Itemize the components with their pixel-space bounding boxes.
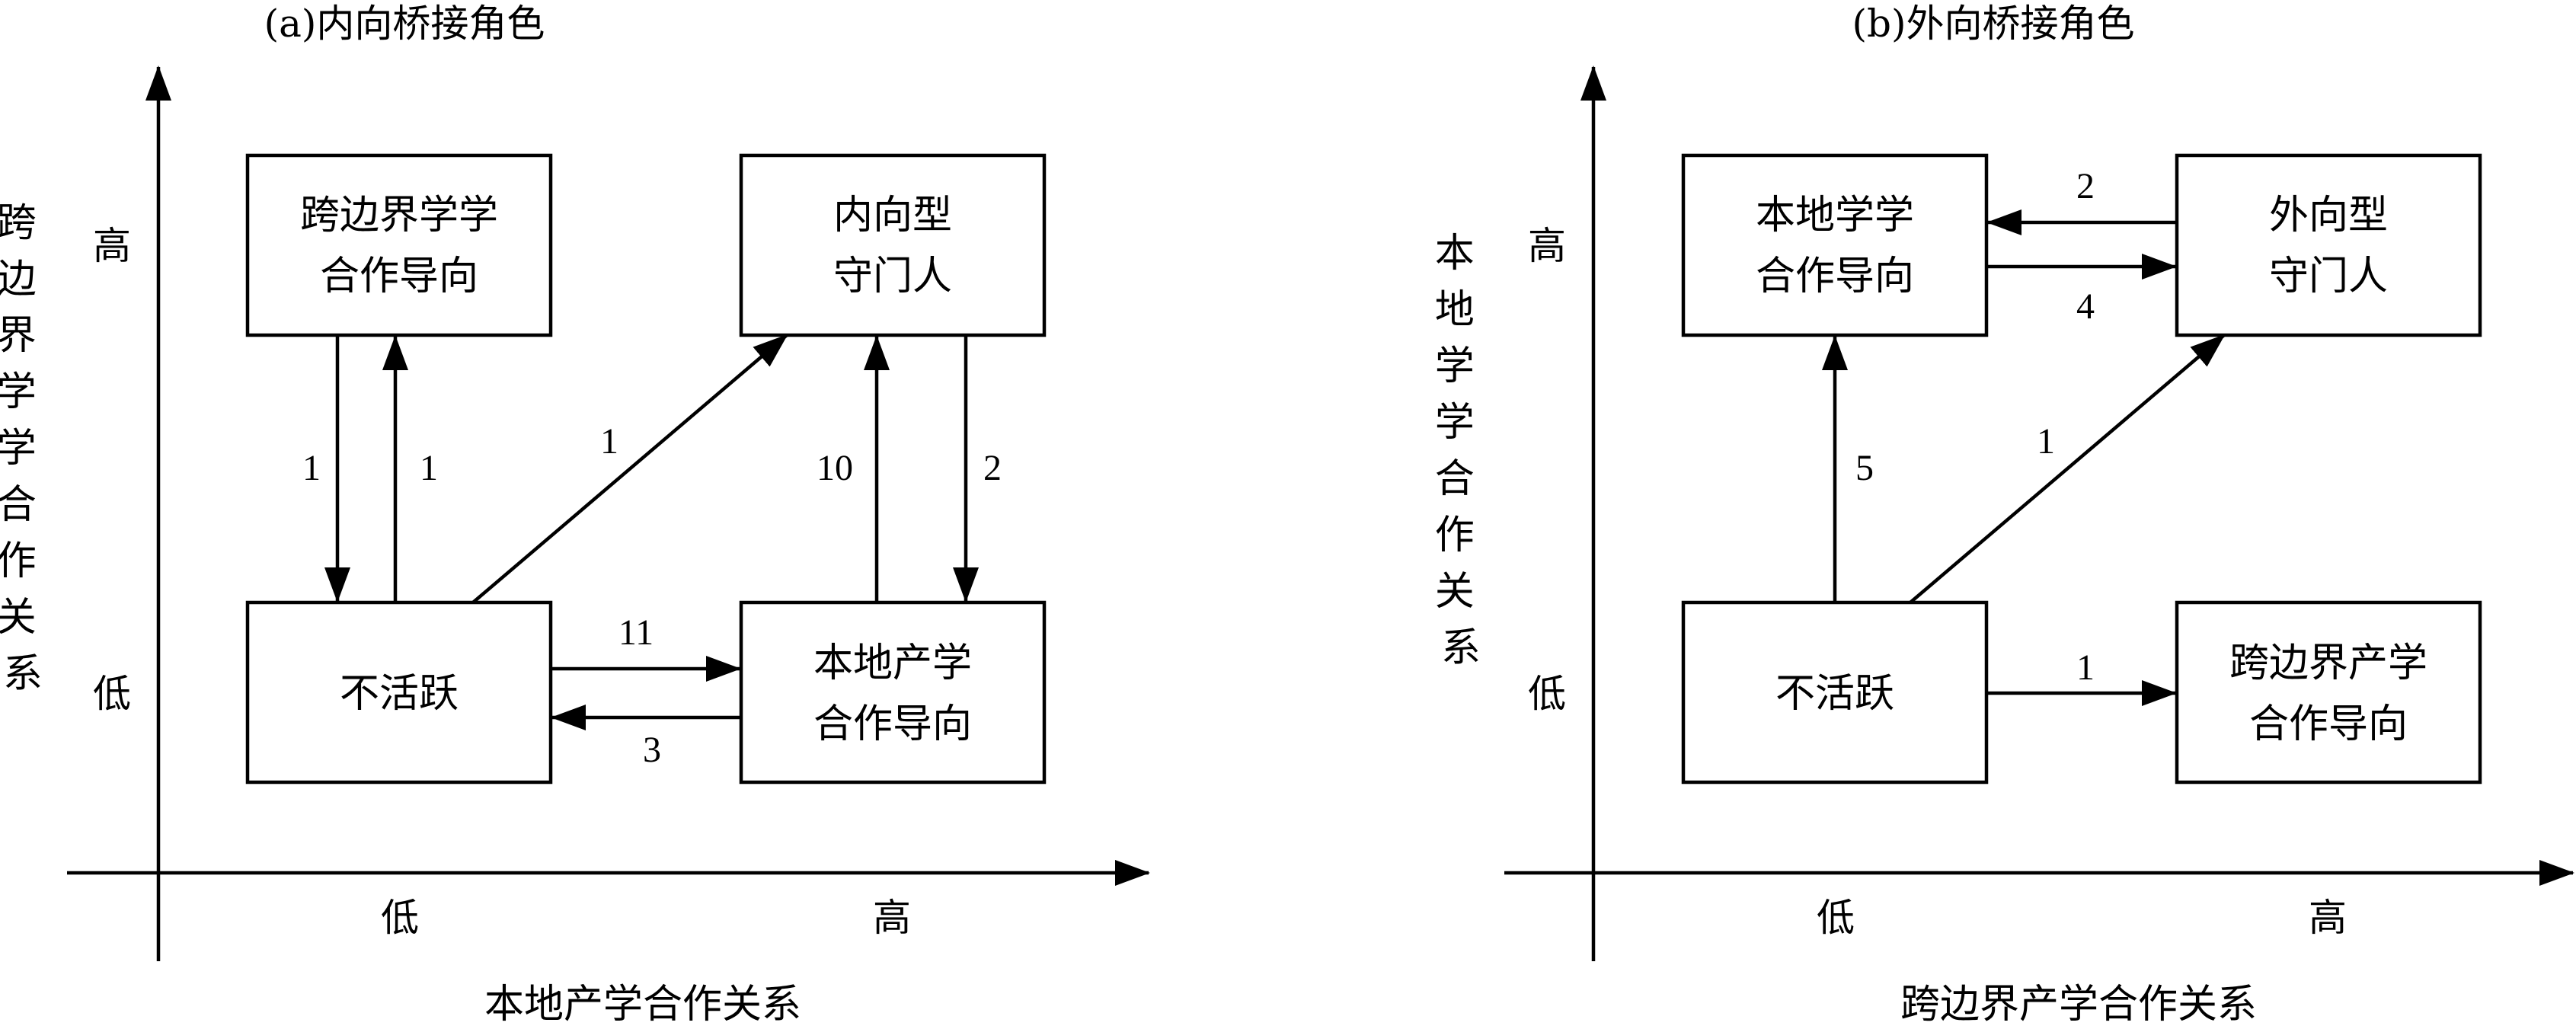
panel-b-y-label-char: 系 xyxy=(1441,625,1481,671)
panel-b-y-label-char: 本 xyxy=(1435,231,1475,276)
panel-b-box-bottom-right xyxy=(2175,600,2482,785)
panel-b-x-label: 跨边界产学合作关系 xyxy=(1900,982,2257,1027)
panel-a-label-tl-to-bl: 1 xyxy=(302,448,321,488)
panel-a-box-bottom-right xyxy=(739,600,1047,785)
panel-a-label-tr-to-br: 2 xyxy=(983,448,1002,488)
panel-a-x-tick-low: 低 xyxy=(381,896,419,940)
panel-a-box-bottom-left-line1: 不活跃 xyxy=(340,671,459,717)
panel-a-y-label: 跨 边 界 学 学 合 作 关 系 xyxy=(0,200,49,697)
panel-a-y-label-char: 关 xyxy=(0,595,37,641)
panel-a-y-label-char: 学 xyxy=(0,369,37,415)
panel-a-y-label-char: 学 xyxy=(0,426,37,471)
panel-a-y-tick-low: 低 xyxy=(93,672,131,716)
panel-a-label-br-to-bl: 3 xyxy=(643,730,661,770)
panel-a-y-label-char: 合 xyxy=(0,482,37,528)
panel-b-box-top-right xyxy=(2175,153,2482,337)
panel-a-y-label-char: 界 xyxy=(0,313,37,359)
panel-b-y-label-char: 作 xyxy=(1435,513,1475,558)
panel-a-title: (a)内向桥接角色 xyxy=(264,2,545,46)
panel-a-box-top-right-line2: 守门人 xyxy=(833,254,952,299)
panel-a-box-top-left-line1: 跨边界学学 xyxy=(300,193,498,238)
panel-a-box-bottom-left xyxy=(245,600,553,785)
panel-b-title: (b)外向桥接角色 xyxy=(1852,2,2134,46)
panel-b-box-top-left xyxy=(1681,153,1989,337)
panel-b-x-tick-low: 低 xyxy=(1817,896,1855,940)
panel-a-y-tick-high: 高 xyxy=(93,224,131,268)
panel-b-label-bl-to-tr: 1 xyxy=(2037,421,2055,462)
panel-a-box-bottom-right-line2: 合作导向 xyxy=(813,701,972,747)
panel-a-box-top-right xyxy=(739,153,1047,337)
panel-b-box-bottom-right-line1: 跨边界产学 xyxy=(2229,641,2427,686)
panel-a-y-label-char: 边 xyxy=(0,257,37,302)
panel-a-label-br-to-tr: 10 xyxy=(817,448,853,488)
panel-b: (b)外向桥接角色 本 地 学 学 合 作 关 系 高 低 低 高 跨边界产学合… xyxy=(1435,2,2574,1027)
panel-b-y-label-char: 关 xyxy=(1435,569,1475,615)
panel-b-y-label-char: 合 xyxy=(1435,456,1475,502)
panel-a-y-label-char: 跨 xyxy=(0,200,37,246)
panel-a-y-label-char: 作 xyxy=(0,538,37,584)
panel-b-x-tick-high: 高 xyxy=(2309,896,2347,940)
panel-a-x-tick-high: 高 xyxy=(873,896,911,940)
panel-b-box-bottom-left-line1: 不活跃 xyxy=(1775,671,1894,717)
panel-b-y-label-char: 地 xyxy=(1435,287,1475,333)
panel-b-y-label: 本 地 学 学 合 作 关 系 xyxy=(1435,231,1488,671)
panel-b-label-tl-to-tr: 4 xyxy=(2076,286,2095,327)
panel-a-label-bl-to-br: 11 xyxy=(618,612,654,653)
panel-b-label-bl-to-br: 1 xyxy=(2076,647,2095,688)
panel-b-y-tick-low: 低 xyxy=(1528,672,1566,716)
panel-b-box-bottom-right-line2: 合作导向 xyxy=(2249,701,2408,747)
panel-b-arrow-bl-to-tr xyxy=(1909,334,2226,604)
panel-a-box-top-right-line1: 内向型 xyxy=(833,193,952,238)
panel-a-label-bl-to-tl: 1 xyxy=(420,448,438,488)
panel-b-box-top-right-line1: 外向型 xyxy=(2269,193,2388,238)
panel-b-box-top-right-line2: 守门人 xyxy=(2269,254,2388,299)
panel-a: (a)内向桥接角色 跨 边 界 学 学 合 作 关 系 高 低 低 高 本地产学… xyxy=(0,2,1150,1027)
panel-b-y-label-char: 学 xyxy=(1435,344,1475,389)
panel-b-box-top-left-line2: 合作导向 xyxy=(1756,254,1914,299)
panel-a-arrow-bl-to-tr xyxy=(471,334,788,604)
panel-b-label-tr-to-tl: 2 xyxy=(2076,166,2095,206)
panel-a-y-label-char: 系 xyxy=(3,651,43,697)
panel-b-label-bl-to-tl: 5 xyxy=(1855,448,1874,488)
panel-a-x-label: 本地产学合作关系 xyxy=(484,982,801,1027)
panel-b-y-tick-high: 高 xyxy=(1528,224,1566,268)
panel-a-box-top-left-line2: 合作导向 xyxy=(320,254,478,299)
panel-b-y-label-char: 学 xyxy=(1435,400,1475,446)
panel-b-box-bottom-left xyxy=(1681,600,1989,785)
panel-a-box-top-left xyxy=(245,153,553,337)
panel-a-box-bottom-right-line1: 本地产学 xyxy=(813,641,972,686)
panel-a-label-bl-to-tr: 1 xyxy=(600,421,618,462)
panel-b-box-top-left-line1: 本地学学 xyxy=(1756,193,1914,238)
